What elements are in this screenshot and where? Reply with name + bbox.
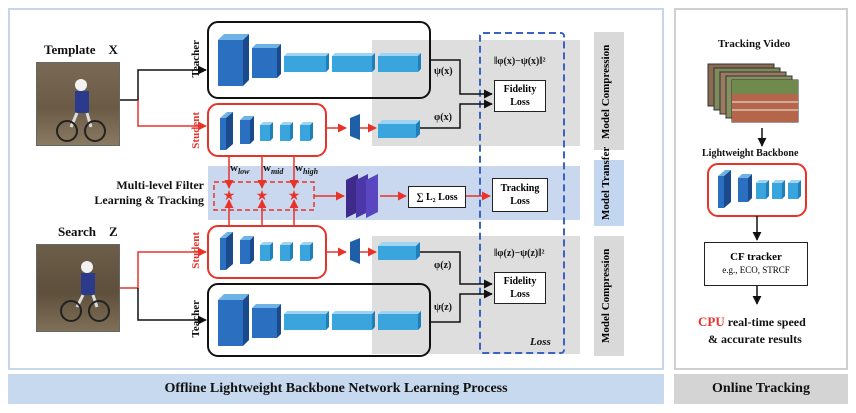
cf-tracker-box: CF tracker e.g., ECO, STRCF bbox=[704, 242, 808, 286]
search-symbol: Z bbox=[109, 224, 118, 239]
offline-title: Offline Lightweight Backbone Network Lea… bbox=[164, 381, 508, 396]
norm-top: ‖φ(x)−ψ(x)‖² bbox=[494, 56, 546, 67]
template-label: Template X bbox=[44, 42, 118, 58]
online-backbone-network bbox=[718, 170, 801, 208]
cf-tracker-sub: e.g., ECO, STRCF bbox=[722, 265, 790, 275]
search-text: Search bbox=[58, 224, 97, 239]
search-label: Search Z bbox=[58, 224, 118, 240]
tracking-video-frames bbox=[707, 63, 799, 123]
offline-panel bbox=[8, 8, 664, 370]
student-top-output-side bbox=[416, 120, 420, 138]
student-top-output bbox=[378, 120, 420, 124]
student-top-network bbox=[220, 112, 313, 150]
w-mid-base: w bbox=[263, 162, 271, 174]
student-bottom-network bbox=[220, 232, 313, 270]
w-mid-label: wmid bbox=[263, 162, 283, 176]
tracking-video-label: Tracking Video bbox=[718, 38, 791, 50]
student-bottom-output-face bbox=[378, 246, 416, 260]
fidelity-bottom-line1: Fidelity bbox=[503, 276, 537, 287]
adapter-bottom bbox=[350, 238, 360, 264]
tracking-line2: Loss bbox=[510, 196, 530, 207]
student-top-label: Student bbox=[190, 112, 202, 149]
teacher-top-network bbox=[218, 34, 421, 86]
side-transfer-bg bbox=[594, 160, 624, 226]
sum-l2-loss-box: ∑ L₂ Loss bbox=[408, 186, 466, 208]
accurate-line: & accurate results bbox=[708, 332, 802, 346]
response-maps bbox=[346, 174, 378, 218]
w-low-sub: low bbox=[237, 167, 250, 177]
adapter-top bbox=[350, 114, 360, 140]
sum-l2-loss-text: ∑ L₂ Loss bbox=[416, 191, 458, 203]
norm-bottom: ‖φ(z)−ψ(z)‖² bbox=[494, 248, 545, 259]
phi-z-label: φ(z) bbox=[434, 260, 452, 271]
multilevel-label: Multi-level Filter Learning & Tracking bbox=[86, 178, 204, 208]
fidelity-top-line1: Fidelity bbox=[503, 84, 537, 95]
fidelity-top-line2: Loss bbox=[510, 97, 530, 108]
side-transfer: Model Transfer bbox=[600, 146, 612, 220]
template-image bbox=[36, 62, 120, 146]
student-bottom-output bbox=[378, 242, 420, 246]
student-top-output-face bbox=[378, 124, 416, 138]
multilevel-line2: Learning & Tracking bbox=[94, 193, 204, 207]
template-text: Template bbox=[44, 42, 96, 57]
side-compression-top-bg bbox=[594, 32, 624, 150]
loss-dashed-box bbox=[479, 32, 565, 354]
fidelity-bottom-line2: Loss bbox=[510, 289, 530, 300]
cpu-text: CPU bbox=[698, 314, 725, 329]
search-image bbox=[36, 244, 120, 332]
psi-x-label: ψ(x) bbox=[434, 66, 453, 77]
multilevel-line1: Multi-level Filter bbox=[116, 178, 204, 192]
online-panel bbox=[674, 8, 848, 370]
w-high-label: whigh bbox=[295, 162, 318, 176]
student-top-box bbox=[207, 103, 327, 157]
student-bottom-label: Student bbox=[190, 232, 202, 269]
online-title: Online Tracking bbox=[712, 381, 810, 396]
offline-title-bar: Offline Lightweight Backbone Network Lea… bbox=[8, 374, 664, 404]
side-compression-top: Model Compression bbox=[600, 44, 612, 140]
student-bottom-output-side bbox=[416, 242, 420, 260]
cf-tracker-title: CF tracker bbox=[730, 251, 782, 263]
fidelity-loss-top: Fidelity Loss bbox=[494, 80, 546, 112]
fidelity-loss-bottom: Fidelity Loss bbox=[494, 272, 546, 304]
side-compression-bottom: Model Compression bbox=[600, 248, 612, 344]
teacher-bottom-label: Teacher bbox=[190, 300, 202, 338]
realtime-text: real-time speed bbox=[727, 315, 806, 329]
w-low-label: wlow bbox=[230, 162, 250, 176]
tracking-loss: Tracking Loss bbox=[492, 178, 548, 212]
w-mid-sub: mid bbox=[270, 167, 284, 177]
cpu-line: CPU real-time speed bbox=[698, 314, 806, 330]
template-symbol: X bbox=[108, 42, 118, 57]
teacher-bottom-network bbox=[218, 294, 421, 346]
w-low-base: w bbox=[230, 162, 238, 174]
side-compression-bottom-bg bbox=[594, 236, 624, 356]
teacher-top-label: Teacher bbox=[190, 40, 202, 78]
psi-z-label: ψ(z) bbox=[434, 302, 452, 313]
backbone-label: Lightweight Backbone bbox=[702, 148, 799, 159]
w-high-base: w bbox=[295, 162, 303, 174]
tracking-line1: Tracking bbox=[500, 183, 540, 194]
teacher-bottom-box bbox=[207, 283, 431, 357]
phi-x-label: φ(x) bbox=[434, 112, 452, 123]
online-title-bar: Online Tracking bbox=[674, 374, 848, 404]
loss-label: Loss bbox=[530, 336, 551, 348]
w-high-sub: high bbox=[302, 167, 319, 177]
